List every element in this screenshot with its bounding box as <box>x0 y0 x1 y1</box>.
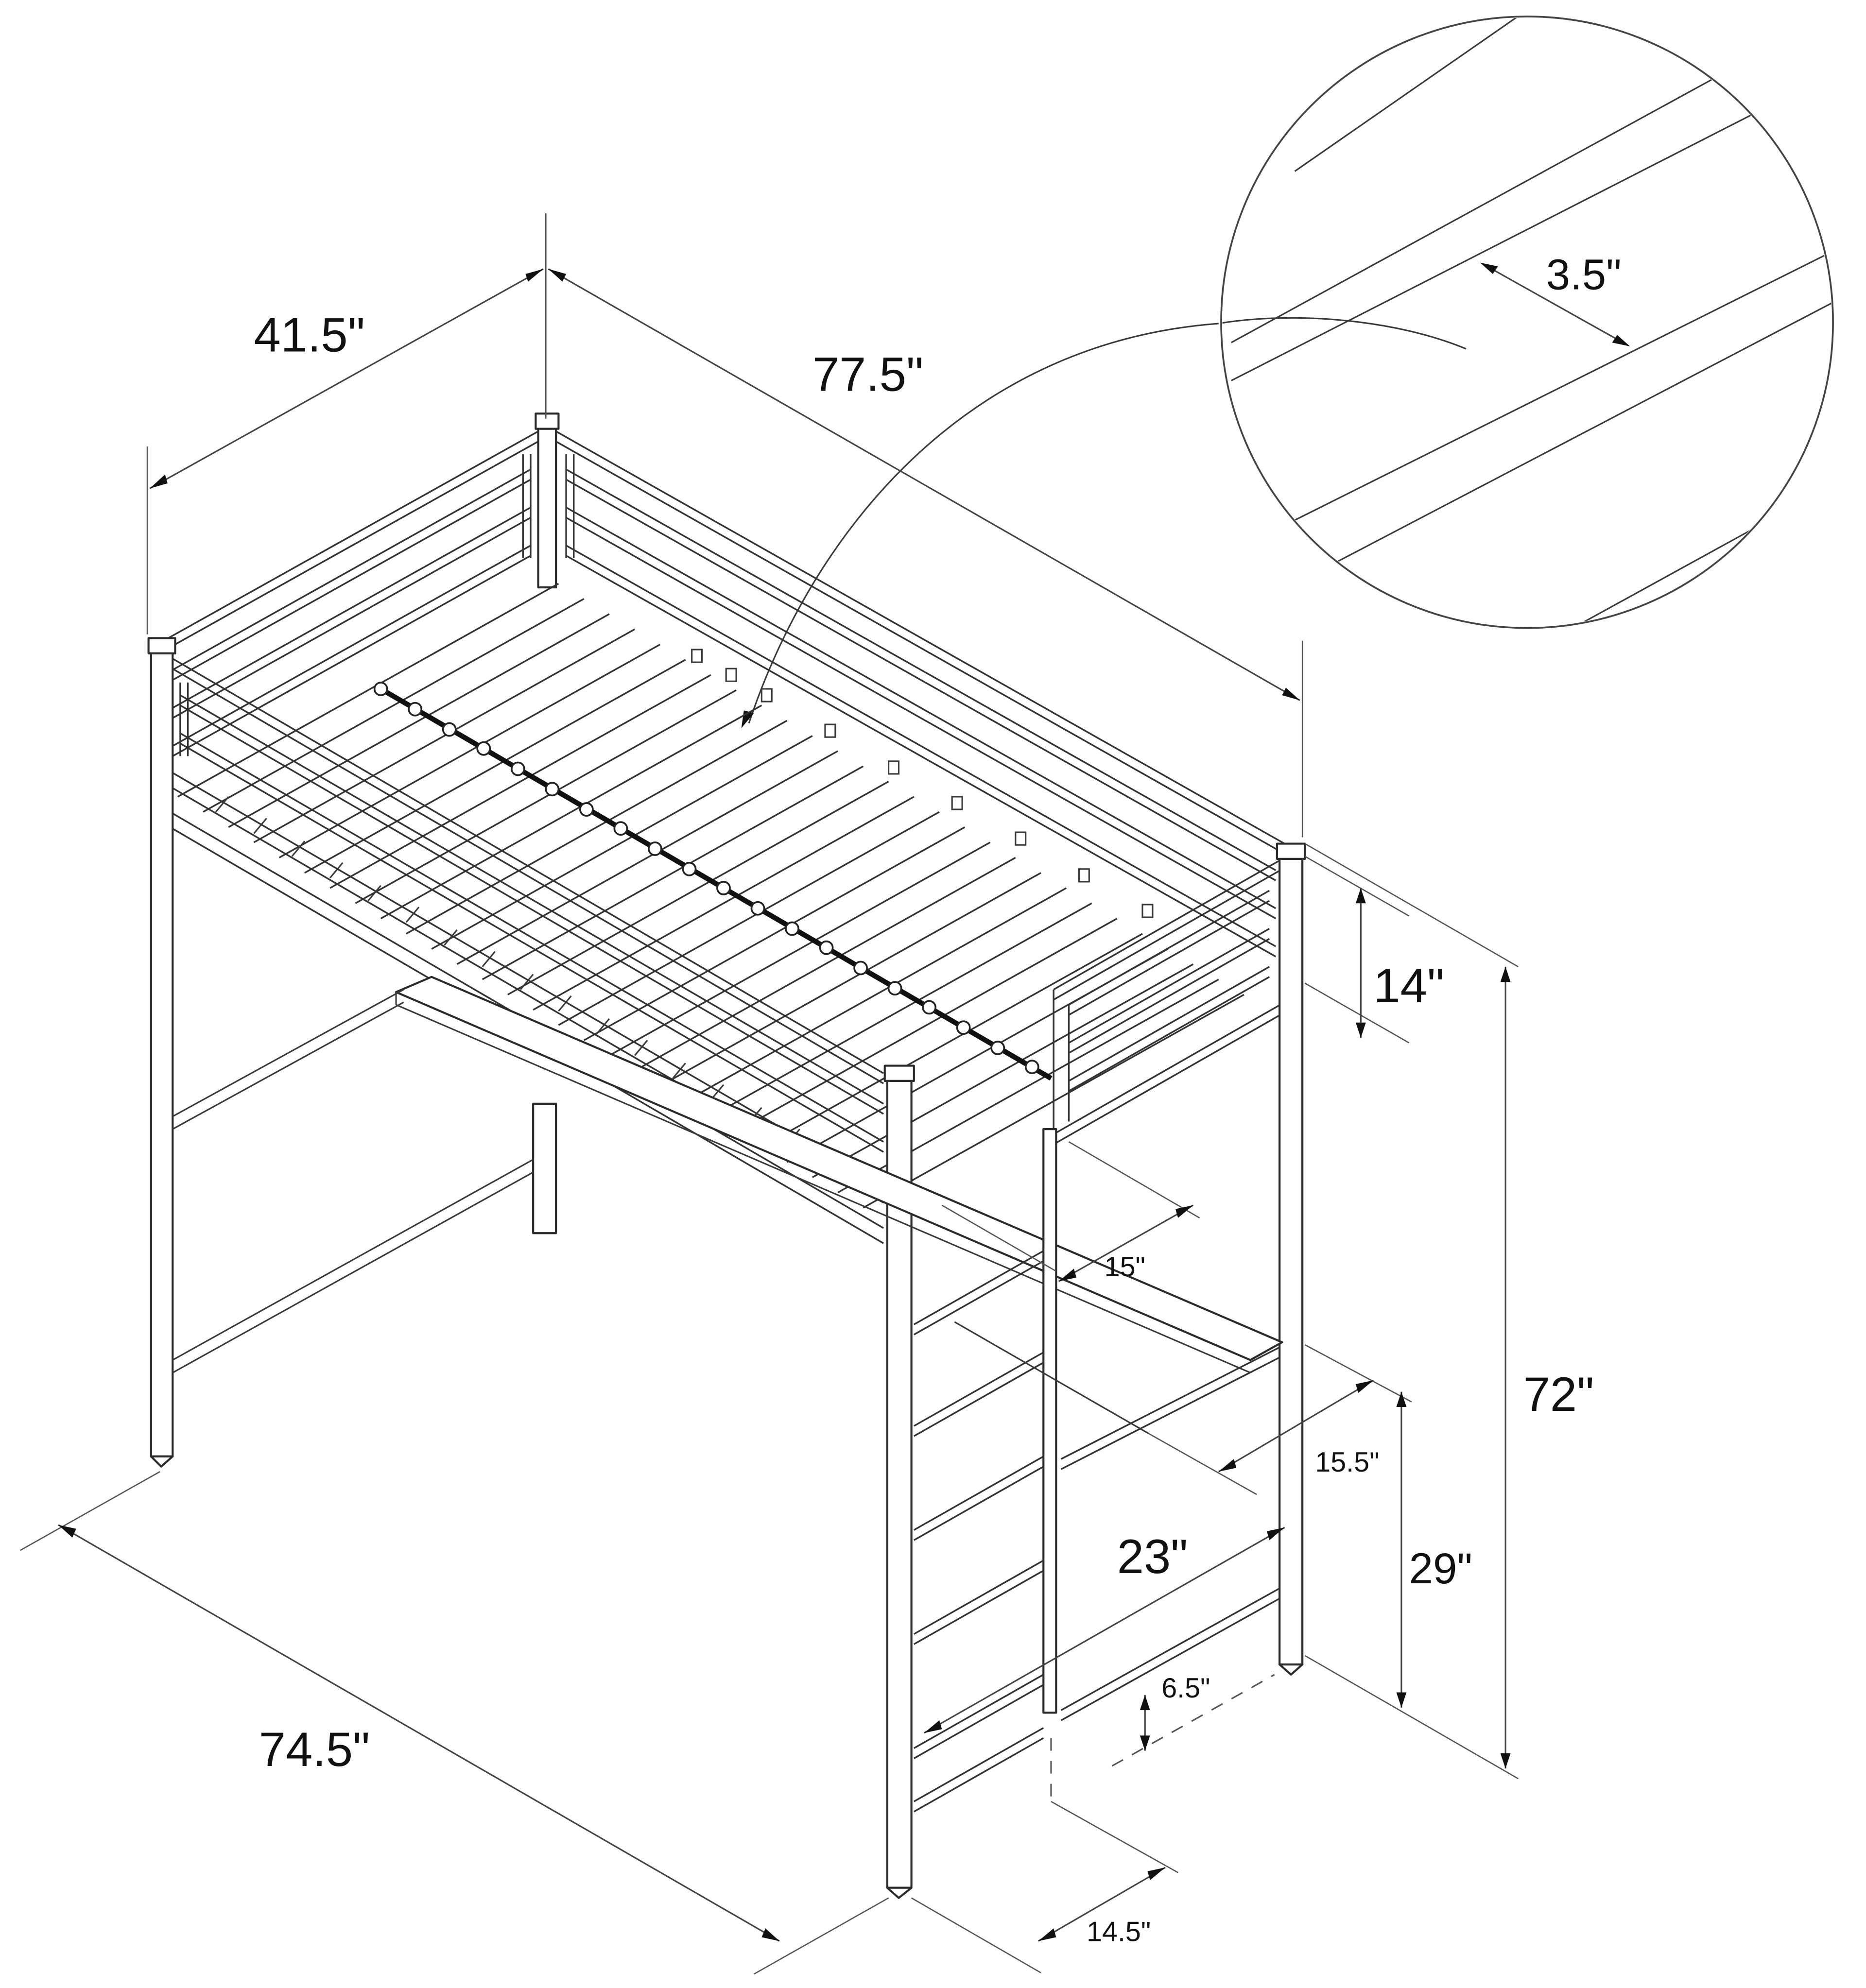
dim-shelf-depth: 15.5" <box>1315 1447 1379 1478</box>
left-lower-rails <box>172 989 534 1373</box>
dim-overall-height: 72" <box>1523 1368 1594 1422</box>
dim-desk-width: 23" <box>1117 1530 1188 1584</box>
head-guardrail <box>152 430 539 757</box>
center-support-bar <box>373 682 1053 1081</box>
dim-bottom-rail-height: 6.5" <box>1161 1673 1210 1704</box>
dim-guardrail-height: 14" <box>1373 959 1444 1013</box>
desk-surface <box>395 976 1283 1373</box>
dimension-lines <box>20 213 1519 1975</box>
slat-spacing-detail: 3.5" <box>1220 16 1834 629</box>
dim-length-top: 77.5" <box>812 347 923 401</box>
dim-ladder-opening: 15" <box>1105 1251 1145 1283</box>
back-guardrail <box>555 430 1285 958</box>
shelf-rails <box>913 1321 1280 1813</box>
bed-frame <box>147 412 1306 1899</box>
back-left-lower-post <box>532 1102 557 1234</box>
slat-clips <box>691 649 1154 918</box>
ladder <box>913 1128 1057 1759</box>
dimension-labels: 41.5" 77.5" 14" 72" 15" 15.5" 23" 29" 6.… <box>254 308 1594 1947</box>
back-right-post <box>1276 842 1306 1676</box>
slat-spacing-label: 3.5" <box>1546 250 1622 298</box>
foot-guardrail <box>1053 857 1285 1145</box>
dim-width-top: 41.5" <box>254 308 364 362</box>
detail-leader-line <box>748 323 1219 723</box>
dim-ladder-depth: 14.5" <box>1087 1916 1151 1947</box>
dim-desk-height: 29" <box>1409 1544 1472 1593</box>
front-guardrail <box>170 656 884 1244</box>
dim-floor-length: 74.5" <box>259 1723 370 1777</box>
front-left-post <box>147 637 176 1468</box>
